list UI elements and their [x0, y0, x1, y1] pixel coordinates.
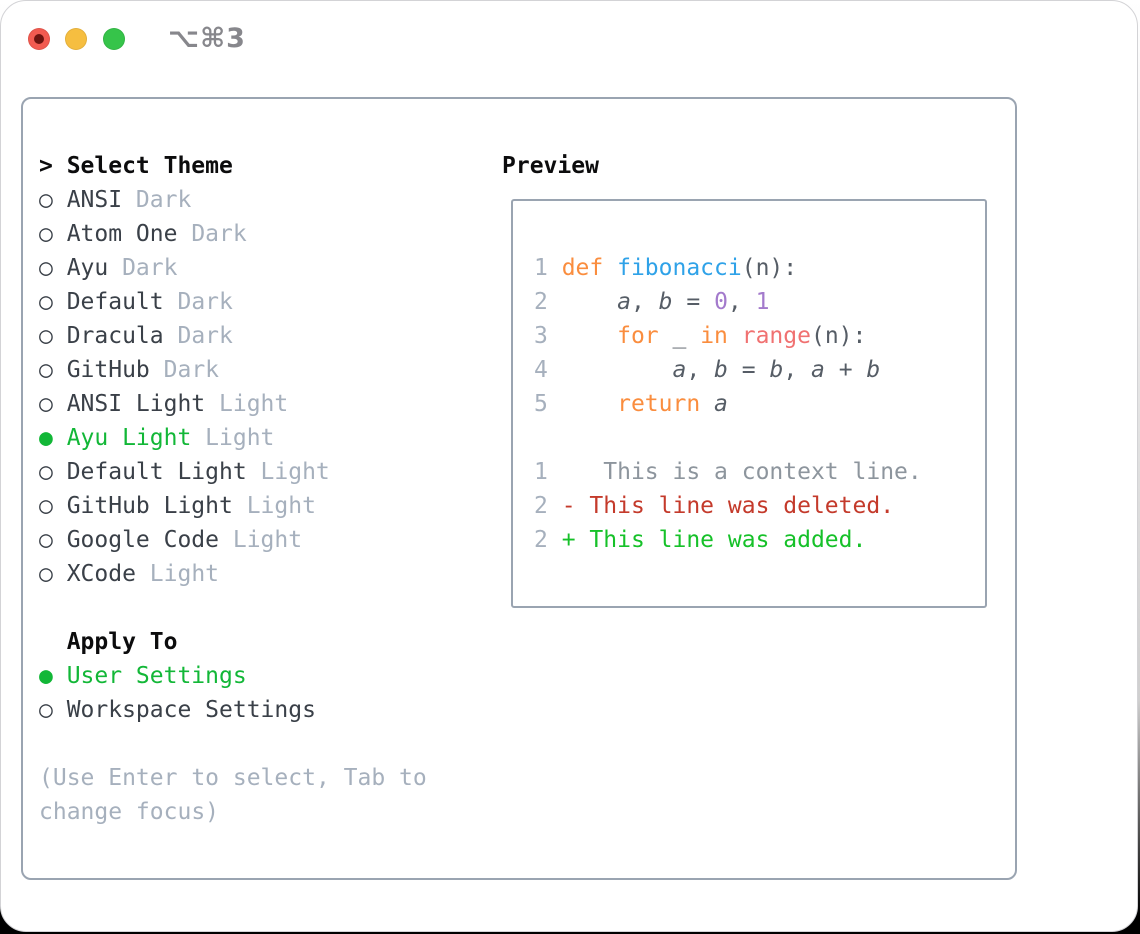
- radio-icon: ○: [39, 459, 53, 485]
- radio-icon: ○: [39, 561, 53, 587]
- code-token: b: [714, 357, 728, 383]
- apply-to-label: Apply To: [66, 629, 178, 655]
- diff-deleted-text: - This line was deleted.: [561, 493, 895, 519]
- code-token: def: [561, 255, 618, 281]
- code-token: range: [741, 323, 811, 349]
- diff-added-text: + This line was added.: [561, 527, 867, 553]
- radio-icon: ○: [39, 527, 53, 553]
- diff-context-line: 1 This is a context line.: [534, 455, 922, 489]
- radio-icon: ○: [39, 493, 53, 519]
- code-token: a: [672, 357, 687, 383]
- code-token: ,: [686, 357, 715, 383]
- code-token: +: [824, 357, 867, 383]
- code-token: =: [727, 357, 770, 383]
- code-token: for: [617, 323, 673, 349]
- radio-icon: ○: [39, 255, 53, 281]
- diff-context-text: This is a context line.: [561, 459, 922, 485]
- line-number: 1: [534, 255, 562, 281]
- line-number: 3: [534, 323, 562, 349]
- preview-pane: [511, 199, 987, 608]
- radio-icon: ○: [39, 391, 53, 417]
- code-line-3: 3 for _ in range(n):: [534, 319, 922, 353]
- code-line-1: 1 def fibonacci(n):: [534, 251, 922, 285]
- code-token: a: [617, 289, 631, 315]
- line-number: 2: [534, 493, 562, 519]
- diff-added-line: 2 + This line was added.: [534, 523, 922, 557]
- code-token: ,: [727, 289, 756, 315]
- select-theme-label: Select Theme: [66, 153, 233, 179]
- code-line-4: 4 a, b = b, a + b: [534, 353, 922, 387]
- code-token: (n):: [741, 255, 798, 281]
- code-token: b: [769, 357, 784, 383]
- code-token: ,: [783, 357, 812, 383]
- code-token: 1: [755, 289, 770, 315]
- radio-selected-icon: ●: [39, 425, 53, 451]
- prompt-caret-icon: >: [39, 153, 53, 179]
- code-token: a: [714, 391, 728, 417]
- radio-icon: ○: [39, 697, 53, 723]
- radio-icon: ○: [39, 357, 53, 383]
- code-token: a: [811, 357, 825, 383]
- code-token: [562, 391, 617, 417]
- code-line-2: 2 a, b = 0, 1: [534, 285, 922, 319]
- line-number: 2: [534, 527, 562, 553]
- titlebar: ⌥⌘3: [1, 1, 1137, 77]
- line-number: 2: [534, 289, 562, 315]
- code-line-5: 5 return a: [534, 387, 922, 421]
- code-token: b: [658, 289, 673, 315]
- code-token: 0: [714, 289, 728, 315]
- close-button[interactable]: [28, 28, 50, 50]
- code-token: b: [866, 357, 881, 383]
- line-number: 1: [534, 459, 562, 485]
- code-token: ,: [630, 289, 659, 315]
- apply-to-header: Apply To: [39, 625, 427, 659]
- code-token: [562, 323, 617, 349]
- code-token: [562, 289, 617, 315]
- hint-line-1: (Use Enter to select, Tab to: [39, 765, 427, 791]
- code-token: fibonacci: [617, 255, 742, 281]
- record-dot-icon: [34, 34, 44, 44]
- window-title: ⌥⌘3: [168, 23, 246, 54]
- code-token: =: [672, 289, 715, 315]
- code-token: in: [700, 323, 742, 349]
- preview-header: Preview: [502, 153, 599, 179]
- code-preview: 1 def fibonacci(n): 2 a, b = 0, 1 3 for …: [534, 251, 922, 557]
- line-number: 4: [534, 357, 562, 383]
- line-number: 5: [534, 391, 562, 417]
- minimize-button[interactable]: [65, 28, 87, 50]
- radio-icon: ○: [39, 187, 53, 213]
- radio-icon: ○: [39, 323, 53, 349]
- radio-icon: ○: [39, 289, 53, 315]
- code-token: (n):: [810, 323, 867, 349]
- zoom-button[interactable]: [103, 28, 125, 50]
- code-token: return: [617, 391, 715, 417]
- code-token: [562, 357, 673, 383]
- radio-icon: ○: [39, 221, 53, 247]
- diff-deleted-line: 2 - This line was deleted.: [534, 489, 922, 523]
- hint-line-2: change focus): [39, 799, 220, 825]
- radio-selected-icon: ●: [39, 663, 53, 689]
- code-token: _: [672, 323, 701, 349]
- apply-option-workspace-settings[interactable]: ○Workspace Settings: [39, 693, 427, 727]
- code-line-blank: [534, 421, 922, 455]
- select-theme-header: > Select Theme: [39, 149, 427, 183]
- apply-option-user-settings[interactable]: ●User Settings: [39, 659, 427, 693]
